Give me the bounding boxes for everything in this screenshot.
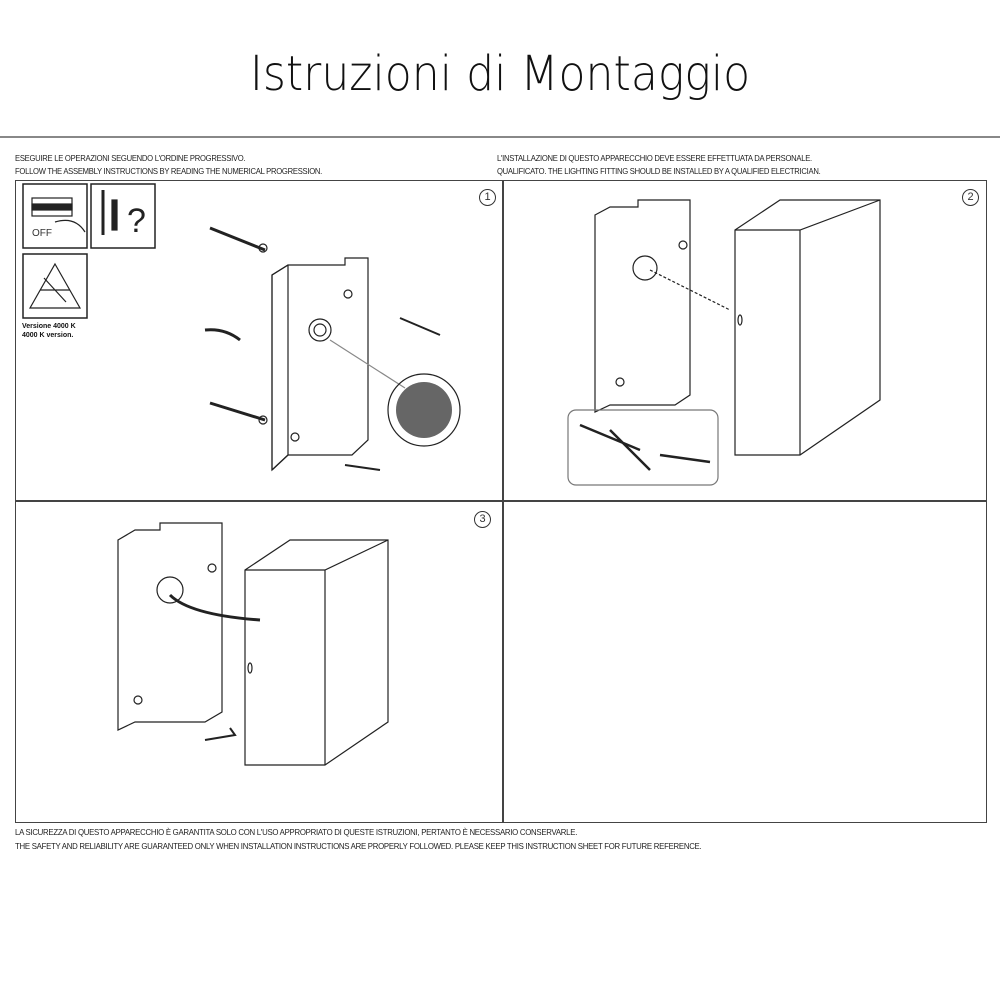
screw-question-icon: ? <box>90 183 156 249</box>
page-title: Istruzioni di Montaggio <box>249 46 751 102</box>
wiring-detail <box>567 409 719 486</box>
arrow <box>204 727 237 741</box>
svg-text:?: ? <box>127 202 146 240</box>
grid-divider <box>502 180 504 823</box>
no-led-warning-icon <box>22 253 88 319</box>
svg-text:OFF: OFF <box>32 228 52 239</box>
wall-plugs <box>209 226 268 425</box>
header-left: ESEGUIRE LE OPERAZIONI SEGUENDO L'ORDINE… <box>15 152 322 178</box>
lamp-body <box>244 539 389 766</box>
detail-circle <box>387 373 461 447</box>
footer-line: THE SAFETY AND RELIABILITY ARE GUARANTEE… <box>15 841 702 851</box>
header-left-line: FOLLOW THE ASSEMBLY INSTRUCTIONS BY READ… <box>15 166 323 176</box>
version-en: 4000 K version. <box>22 332 74 339</box>
version-label: Versione 4000 K 4000 K version. <box>22 322 76 340</box>
footer-line: LA SICUREZZA DI QUESTO APPARECCHIO È GAR… <box>15 827 578 837</box>
divider <box>0 136 1000 138</box>
header-right-line: QUALIFICATO. THE LIGHTING FITTING SHOULD… <box>497 166 821 176</box>
detail-line <box>329 339 406 389</box>
step-number: 3 <box>474 511 491 528</box>
cable <box>204 328 241 342</box>
grid-divider <box>15 500 987 502</box>
mounting-plate <box>271 257 369 472</box>
header-left-line: ESEGUIRE LE OPERAZIONI SEGUENDO L'ORDINE… <box>15 153 246 163</box>
mounting-plate <box>594 199 691 413</box>
header-right: L'INSTALLAZIONE DI QUESTO APPARECCHIO DE… <box>497 152 821 178</box>
cable <box>168 593 261 622</box>
step-number: 2 <box>962 189 979 206</box>
power-off-icon: OFF <box>22 183 88 249</box>
lamp-body <box>734 199 881 456</box>
header-right-line: L'INSTALLAZIONE DI QUESTO APPARECCHIO DE… <box>497 153 812 163</box>
version-it: Versione 4000 K <box>22 323 76 330</box>
instruction-grid <box>15 180 987 823</box>
step-number: 1 <box>479 189 496 206</box>
screws <box>344 317 441 471</box>
mounting-plate <box>117 522 223 731</box>
